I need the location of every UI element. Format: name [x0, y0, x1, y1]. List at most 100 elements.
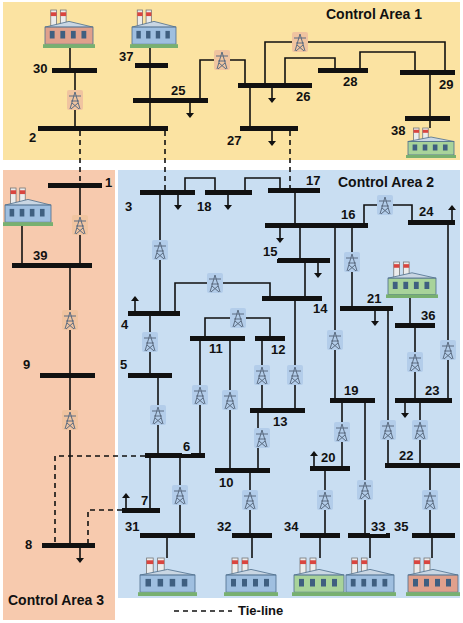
bus-number: 35 [393, 520, 409, 534]
transmission-line [149, 103, 151, 126]
bus-number: 11 [208, 342, 224, 356]
bus-bar: 34 [300, 533, 340, 538]
plant-window [165, 31, 169, 39]
generator-lead [429, 121, 431, 128]
plant-window [158, 579, 164, 587]
plant-roof [408, 137, 454, 142]
bus-number: 30 [32, 62, 48, 76]
load-arrow [268, 88, 276, 103]
plant-window [372, 579, 377, 587]
plant-window [433, 145, 438, 151]
bus-bar: 27 [240, 126, 298, 131]
load-stem [79, 548, 81, 559]
tower-symbol [336, 424, 348, 441]
bus-bar: 7 [122, 508, 160, 513]
generator-lead [166, 538, 168, 558]
plant-window [182, 579, 188, 587]
generator-icon [386, 262, 438, 298]
tower-tile [412, 420, 428, 440]
bus-number: 9 [22, 358, 31, 372]
plant-window [382, 579, 387, 587]
bus-number: 38 [390, 124, 406, 138]
plant-body [140, 575, 195, 592]
area-ground [3, 2, 460, 160]
plant-window [146, 579, 152, 587]
load-arrow [448, 205, 456, 220]
load-head [186, 113, 194, 118]
bus-bar: 35 [412, 533, 455, 538]
transmission-line [447, 225, 449, 398]
generator-lead [431, 538, 433, 558]
transmission-line [364, 403, 366, 533]
bus-bar: 30 [52, 68, 97, 73]
plant-body [132, 27, 176, 44]
tie-line [164, 131, 166, 190]
bus-bar: 38 [405, 116, 450, 121]
tower-tile [292, 32, 308, 52]
tower-symbol [174, 487, 186, 504]
plant-window [414, 282, 419, 289]
bus-number: 34 [283, 520, 299, 534]
tower-icon [422, 490, 438, 510]
chimney-band [361, 560, 367, 564]
tie-line [55, 456, 145, 543]
tower-tile [344, 252, 360, 272]
bus-number: 33 [370, 520, 386, 534]
plant-roof [45, 21, 93, 27]
generator-lead [369, 538, 371, 558]
load-arrow [76, 548, 84, 563]
bus-number: 3 [124, 200, 133, 214]
chimney-band [414, 130, 420, 133]
ground-strip [406, 155, 456, 158]
generator-lead [319, 538, 321, 558]
bus-number: 5 [119, 358, 128, 372]
area-ground [3, 170, 115, 620]
bus-bar: 23 [395, 398, 452, 403]
tower-tile [380, 420, 396, 440]
bus-number: 39 [32, 249, 48, 263]
plant-window [446, 579, 451, 587]
plant-body [45, 27, 93, 44]
bus-bar: 14 [262, 296, 322, 301]
tower-icon [377, 195, 393, 215]
load-head [276, 238, 284, 243]
tower-tile [152, 240, 168, 260]
tower-icon [230, 308, 246, 328]
generator-icon [406, 558, 460, 596]
tower-symbol [256, 367, 268, 384]
ground-strip [406, 592, 460, 596]
plant-window [423, 145, 428, 151]
plant-roof [140, 569, 195, 575]
plant-window [403, 282, 408, 289]
transmission-line [149, 458, 151, 508]
tower-icon [357, 480, 373, 500]
bus-bar: 10 [215, 468, 270, 473]
tower-symbol [232, 310, 244, 327]
transmission-line [294, 301, 296, 408]
bus-number: 8 [24, 538, 33, 552]
bus-number: 14 [312, 302, 328, 316]
plant-window [71, 31, 76, 39]
bus-number: 19 [343, 384, 359, 398]
load-head [131, 296, 139, 301]
chimney-band [147, 560, 154, 564]
area-ground [118, 170, 460, 598]
bus-number: 22 [398, 449, 414, 463]
load-stem [279, 228, 281, 239]
load-head [174, 205, 182, 210]
plant-window [30, 209, 35, 217]
plant-roof [226, 569, 276, 575]
tower-tile [214, 50, 230, 70]
control-area-band: Control Area 130372522628292738 [3, 2, 460, 160]
tower-icon [62, 410, 78, 430]
tower-tile [222, 390, 238, 410]
load-stem [374, 311, 376, 322]
bus-number: 25 [170, 84, 186, 98]
bus-bar: 16 [265, 223, 368, 228]
control-area-band: Control Area 231817162415142143611125192… [118, 170, 460, 598]
bus-bar: 18 [205, 190, 252, 195]
bus-bar: 33 [348, 533, 390, 538]
ground-strip [292, 592, 346, 596]
chimney-band [60, 12, 66, 16]
tower-icon [150, 405, 166, 425]
